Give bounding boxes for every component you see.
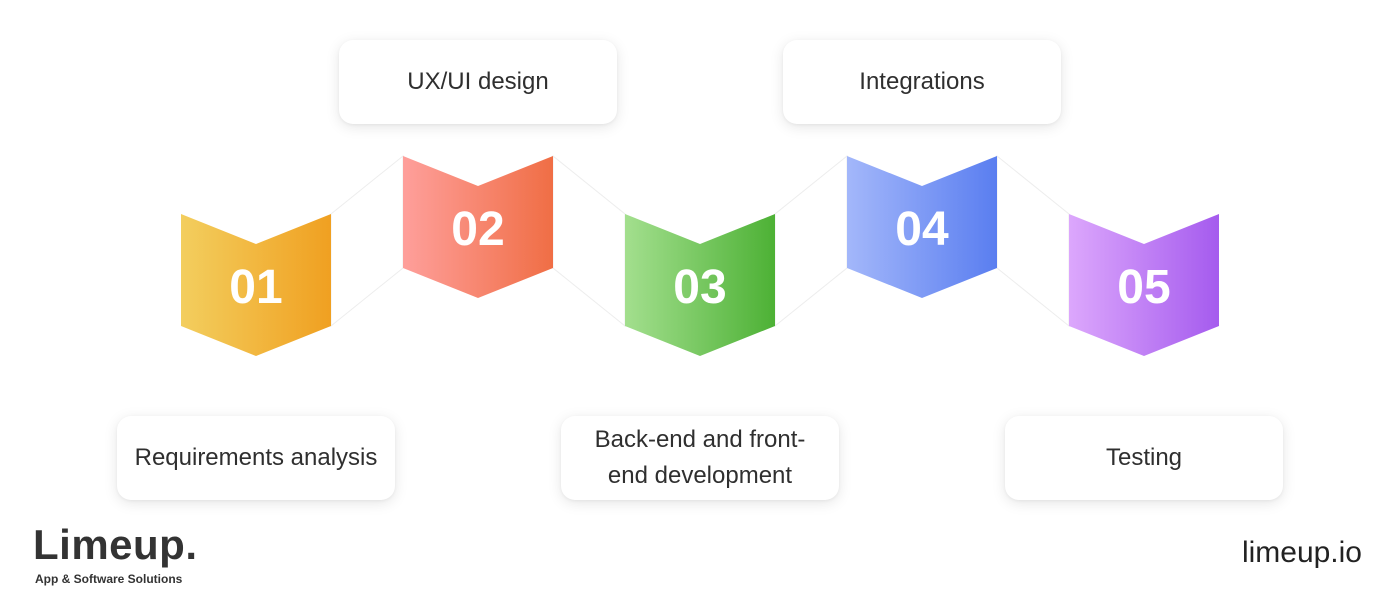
- step-3-number: 03: [673, 261, 726, 314]
- step-5-label-card: Testing: [1005, 416, 1283, 500]
- step-2-number: 02: [451, 203, 504, 256]
- step-1-number: 01: [229, 261, 282, 314]
- step-3-chevron: [625, 214, 775, 356]
- step-3-label-card: Back-end and front-end development: [561, 416, 839, 500]
- step-1-label-card: Requirements analysis: [117, 416, 395, 500]
- step-3-label: Back-end and front-end development: [594, 426, 806, 489]
- step-5-label: Testing: [1105, 444, 1183, 471]
- connector-3-4: [774, 154, 848, 328]
- step-4-chevron: [847, 156, 997, 298]
- step-4-label-card: Integrations: [783, 40, 1061, 124]
- step-4-number: 04: [895, 203, 949, 256]
- website-url: limeup.io: [1241, 536, 1362, 569]
- logo-wordmark: Limeup.: [33, 521, 198, 568]
- connector-2-3: [552, 154, 626, 328]
- step-2-chevron: [403, 156, 553, 298]
- step-1-chevron: [181, 214, 331, 356]
- step-1-label: Requirements analysis: [134, 444, 378, 471]
- connector-ribbons: [330, 154, 1070, 328]
- connector-4-5: [996, 154, 1070, 328]
- step-2-label-card: UX/UI design: [339, 40, 617, 124]
- limeup-logo: Limeup. App & Software Solutions: [33, 520, 198, 586]
- connector-1-2: [330, 154, 404, 328]
- step-4-label: Integrations: [859, 68, 985, 95]
- step-2-label: UX/UI design: [407, 68, 549, 95]
- step-5-chevron: [1069, 214, 1219, 356]
- logo-tagline: App & Software Solutions: [35, 572, 183, 586]
- step-5-number: 05: [1117, 261, 1170, 314]
- step-shapes: 01 02 03 04 05: [181, 156, 1219, 356]
